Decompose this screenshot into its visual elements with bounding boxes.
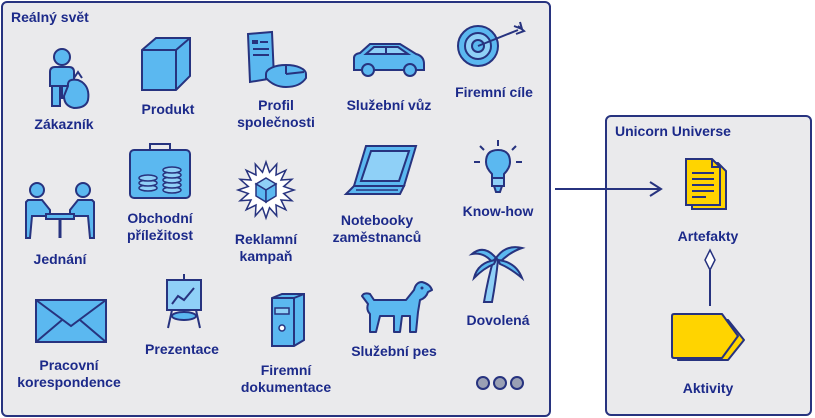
more-dot	[510, 376, 524, 390]
item-ad-campaign-label: Reklamní kampaň	[216, 231, 316, 265]
item-label-line: příležitost	[126, 227, 194, 243]
money-briefcase-icon	[129, 143, 191, 199]
activity-tag-icon	[671, 313, 745, 361]
uu-artifacts-label: Artefakty	[677, 228, 739, 244]
item-presentation-label: Prezentace	[132, 341, 232, 358]
artifact-document-icon	[685, 158, 727, 210]
item-label-line: společnosti	[237, 114, 315, 130]
item-label-line: Profil	[258, 97, 294, 113]
item-label-line: Dovolená	[466, 312, 530, 328]
item-label-line: Prezentace	[145, 341, 219, 357]
item-vacation-label: Dovolená	[448, 312, 548, 329]
item-label-line: Firemní	[260, 362, 312, 378]
dog-icon	[361, 281, 433, 333]
item-label-line: Služební pes	[351, 343, 437, 359]
item-company-car-label: Služební vůz	[334, 97, 444, 114]
laptop-icon	[343, 145, 418, 195]
item-employee-laptops-label: Notebooky zaměstnanců	[322, 212, 432, 246]
company-profile-icon	[246, 30, 307, 89]
item-company-goals-label: Firemní cíle	[444, 84, 544, 101]
item-label-line: Zákazník	[34, 116, 94, 132]
meeting-icon	[25, 182, 95, 239]
uu-activities-label: Aktivity	[682, 380, 734, 396]
item-label-line: Jednání	[33, 251, 87, 267]
item-label-line: Služební vůz	[346, 97, 432, 113]
unicorn-universe-panel: Unicorn Universe	[605, 115, 812, 416]
palm-tree-icon	[468, 246, 526, 303]
item-label-line: Obchodní	[127, 210, 193, 226]
customer-icon	[49, 48, 90, 110]
product-cube-icon	[141, 37, 191, 91]
item-label-line: Produkt	[141, 101, 195, 117]
item-customer-label: Zákazník	[14, 116, 114, 133]
item-label-line: dokumentace	[240, 379, 332, 395]
item-label-line: Reklamní	[234, 231, 298, 247]
item-label-line: Firemní cíle	[455, 84, 533, 100]
item-know-how-label: Know-how	[448, 203, 548, 220]
item-label-line: Know-how	[462, 203, 534, 219]
more-dot	[476, 376, 490, 390]
item-product-label: Produkt	[118, 101, 218, 118]
presentation-easel-icon	[166, 274, 202, 329]
item-work-correspondence-label: Pracovní korespondence	[14, 357, 124, 391]
item-label-line: Pracovní	[39, 357, 99, 373]
lightbulb-icon	[474, 140, 522, 193]
item-company-profile-label: Profil společnosti	[226, 97, 326, 131]
real-world-title: Reálný svět	[11, 9, 89, 25]
item-service-dog-label: Služební pes	[336, 343, 452, 360]
item-company-documentation-label: Firemní dokumentace	[236, 362, 336, 396]
envelope-icon	[35, 299, 107, 343]
more-dot	[493, 376, 507, 390]
company-car-icon	[353, 43, 425, 77]
item-label-line: kampaň	[239, 248, 293, 264]
binder-icon	[271, 293, 305, 347]
diamond-connector	[704, 248, 716, 306]
item-meeting-label: Jednání	[10, 251, 110, 268]
unicorn-universe-title: Unicorn Universe	[615, 123, 731, 139]
item-business-opportunity-label: Obchodní příležitost	[110, 210, 210, 244]
item-label-line: korespondence	[17, 374, 121, 390]
item-label-line: Notebooky	[340, 212, 414, 228]
campaign-starburst-icon	[235, 159, 297, 221]
item-label-line: zaměstnanců	[332, 229, 422, 245]
target-icon	[457, 21, 526, 67]
